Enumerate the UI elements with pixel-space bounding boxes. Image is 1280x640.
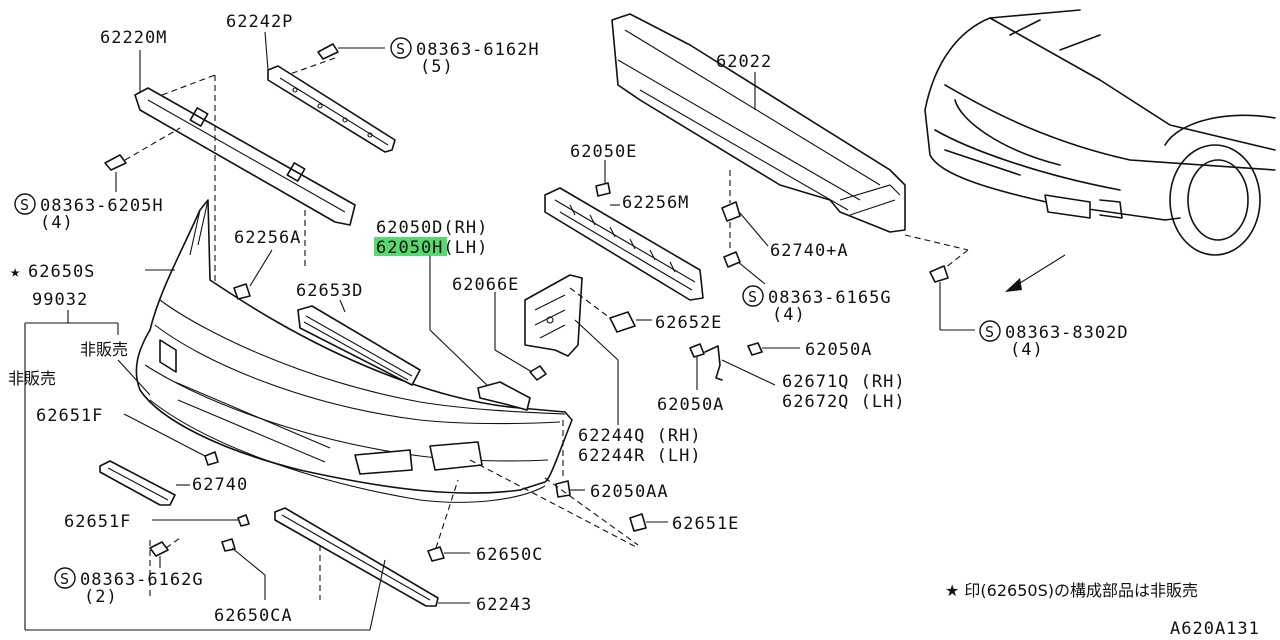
label-62050a-2[interactable]: 62050A [657, 395, 724, 415]
s-symbol-1: S [390, 37, 412, 59]
part-62050e-drawing[interactable] [595, 182, 611, 197]
label-62050a-1[interactable]: 62050A [805, 340, 872, 360]
screw-08363-8302d-drawing[interactable] [904, 234, 975, 331]
s-symbol-2: S [14, 193, 36, 215]
label-62653d[interactable]: 62653D [296, 281, 363, 301]
part-62650c-drawing[interactable] [427, 479, 470, 562]
label-08363-6162h-qty: (5) [420, 57, 454, 77]
part-62740a-drawing[interactable] [721, 170, 769, 247]
part-62066e-drawing[interactable] [494, 292, 547, 381]
screw-08363-6205h-drawing[interactable] [104, 127, 181, 192]
label-62256m[interactable]: 62256M [622, 193, 689, 213]
part-62256m-drawing[interactable] [544, 187, 704, 301]
label-62050d[interactable]: 62050D(RH) [376, 218, 488, 238]
label-62740a[interactable]: 62740+A [770, 241, 849, 261]
label-62050aa[interactable]: 62050AA [590, 482, 669, 502]
bracket-99032 [24, 310, 386, 631]
label-62242p[interactable]: 62242P [226, 12, 293, 32]
svg-text:S: S [748, 288, 758, 306]
s-symbol-5: S [54, 567, 76, 589]
svg-text:S: S [396, 40, 406, 58]
label-62050h[interactable]: 62050H(LH) [376, 238, 488, 258]
label-62651f-2[interactable]: 62651F [64, 512, 131, 532]
part-62050aa-drawing[interactable] [555, 420, 585, 498]
part-62243-drawing[interactable] [274, 507, 470, 607]
label-99032[interactable]: 99032 [32, 290, 88, 310]
label-62066e[interactable]: 62066E [452, 275, 519, 295]
svg-text:S: S [985, 323, 995, 341]
label-62244q[interactable]: 62244Q (RH) [578, 426, 702, 446]
label-62740[interactable]: 62740 [192, 475, 248, 495]
label-62672q[interactable]: 62672Q (LH) [782, 392, 906, 412]
part-62740-drawing[interactable] [99, 460, 190, 506]
label-08363-6205h-qty: (4) [40, 213, 74, 233]
label-62652e[interactable]: 62652E [655, 313, 722, 333]
label-hihanbai-2: 非販売 [8, 369, 56, 388]
label-62671q[interactable]: 62671Q (RH) [782, 372, 906, 392]
label-62650s[interactable]: 62650S [28, 262, 95, 282]
part-62652e-drawing[interactable] [569, 287, 652, 333]
screw-08363-6162h-drawing[interactable] [317, 43, 385, 60]
svg-text:S: S [60, 570, 70, 588]
label-hihanbai-1: 非販売 [80, 340, 128, 359]
label-62651f-1[interactable]: 62651F [36, 406, 103, 426]
part-62050d-drawing[interactable] [429, 255, 531, 411]
label-08363-8302d-qty: (4) [1010, 340, 1044, 360]
screw-08363-6165g-drawing[interactable] [723, 222, 766, 285]
part-62050a-drawing[interactable] [689, 342, 800, 390]
part-62651e-drawing[interactable] [469, 459, 668, 549]
part-62256a-drawing[interactable] [233, 249, 273, 300]
svg-text:S: S [20, 196, 30, 214]
s-symbol-4: S [979, 320, 1001, 342]
part-62244q-drawing[interactable] [524, 274, 619, 425]
label-62650c[interactable]: 62650C [476, 545, 543, 565]
label-62651e[interactable]: 62651E [672, 514, 739, 534]
s-symbol-3: S [742, 285, 764, 307]
label-08363-6165g-qty: (4) [772, 305, 806, 325]
label-62244r[interactable]: 62244R (LH) [578, 446, 702, 466]
part-62242p-drawing[interactable] [267, 65, 396, 153]
star-icon: ★ [10, 262, 21, 282]
part-62650s-bumper-drawing[interactable] [135, 199, 573, 503]
car-thumbnail-drawing [924, 9, 1276, 292]
highlight-62050h [374, 237, 447, 256]
label-62650ca[interactable]: 62650CA [214, 606, 293, 626]
label-62050e[interactable]: 62050E [570, 142, 637, 162]
label-08363-8302d[interactable]: 08363-8302D [1005, 323, 1129, 343]
label-62256a[interactable]: 62256A [234, 228, 301, 248]
label-08363-6162h[interactable]: 08363-6162H [416, 40, 540, 60]
label-08363-6162g-qty: (2) [84, 587, 118, 607]
part-62220m-drawing[interactable] [134, 87, 356, 226]
label-62022[interactable]: 62022 [716, 52, 772, 72]
label-08363-6162g[interactable]: 08363-6162G [80, 570, 204, 590]
note-non-sale: ★ 印(62650S)の構成部品は非販売 [945, 581, 1198, 600]
part-62022-drawing[interactable] [611, 13, 906, 233]
diagram-id: A620A131 [1170, 619, 1260, 639]
label-08363-6205h[interactable]: 08363-6205H [40, 196, 164, 216]
screw-08363-6162g-drawing[interactable] [149, 537, 181, 568]
part-62651f-drawing[interactable] [123, 413, 266, 600]
label-62220m[interactable]: 62220M [100, 28, 167, 48]
label-62243[interactable]: 62243 [476, 595, 532, 615]
part-62653d-drawing[interactable] [297, 305, 421, 386]
label-08363-6165g[interactable]: 08363-6165G [768, 288, 892, 308]
